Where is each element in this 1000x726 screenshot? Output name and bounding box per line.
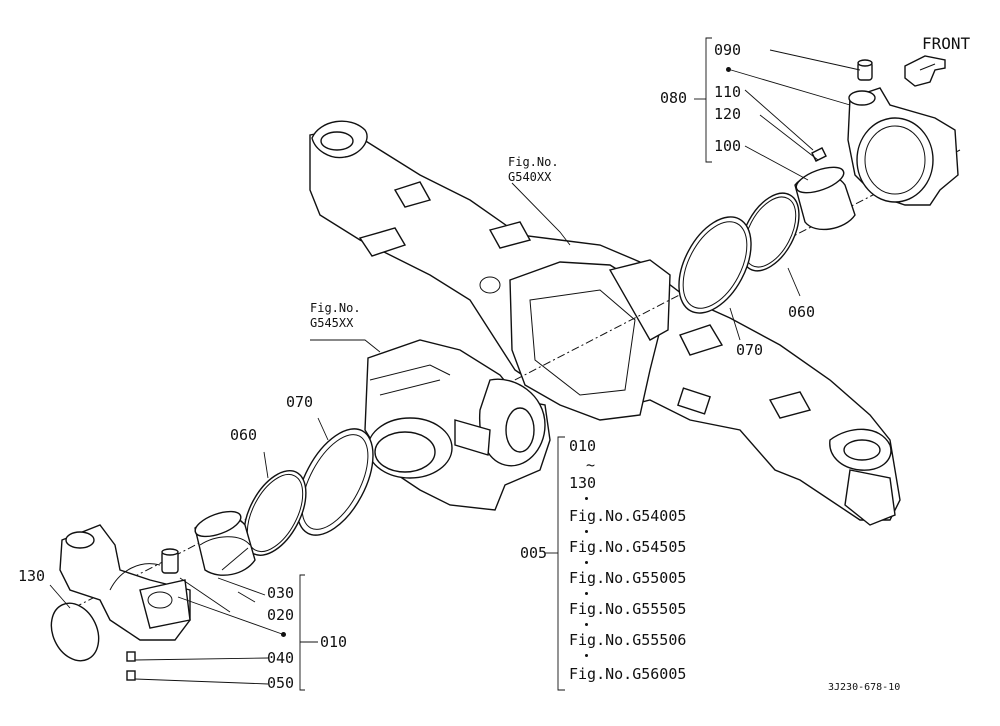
drawing-code: 3J230-678-10 — [828, 682, 901, 693]
callout-030: 030 — [267, 584, 295, 602]
range-end: 130 — [569, 474, 597, 492]
bullet-dot — [585, 592, 588, 595]
callout-050: 050 — [267, 674, 295, 692]
figure-list-item: Fig.No.G56005 — [569, 665, 687, 683]
figure-ref-gearcase-line1: Fig.No. — [310, 301, 361, 315]
figure-list-item: Fig.No.G54005 — [569, 507, 687, 525]
bullet-dot — [585, 530, 588, 533]
callout-070-left: 070 — [286, 393, 314, 411]
leader-lines — [49, 37, 861, 691]
figure-ref-gearcase-line2: G545XX — [310, 316, 354, 330]
left-seal-parts-drawing — [194, 428, 374, 576]
callout-100: 100 — [714, 137, 742, 155]
front-label: FRONT — [922, 34, 971, 53]
bullet-dot — [585, 623, 588, 626]
bullet-dot — [585, 497, 588, 500]
bullet-dot — [726, 67, 731, 72]
callout-005: 005 — [520, 544, 548, 562]
range-separator: ~ — [586, 456, 596, 474]
callout-080: 080 — [660, 89, 688, 107]
gear-case-drawing — [364, 339, 551, 511]
callout-110: 110 — [714, 83, 742, 101]
bullet-dot — [585, 654, 588, 657]
callout-020: 020 — [267, 606, 295, 624]
bullet-dot — [281, 632, 286, 637]
callout-040: 040 — [267, 649, 295, 667]
callout-130: 130 — [18, 567, 46, 585]
callout-010: 010 — [320, 633, 348, 651]
callout-120: 120 — [714, 105, 742, 123]
range-start: 010 — [569, 437, 597, 455]
bullet-dot — [585, 561, 588, 564]
figure-ref-housing-line2: G540XX — [508, 170, 552, 184]
axle-housing-drawing — [309, 120, 901, 526]
figure-list-item: Fig.No.G55506 — [569, 631, 687, 649]
callout-060-right: 060 — [788, 303, 816, 321]
front-arrow-icon — [904, 55, 946, 87]
figure-ref-housing-line1: Fig.No. — [508, 155, 559, 169]
right-knuckle-drawing — [678, 59, 959, 314]
figure-list-item: Fig.No.G55505 — [569, 600, 687, 618]
left-knuckle-drawing — [50, 524, 191, 681]
callout-060-left: 060 — [230, 426, 258, 444]
callout-070-right: 070 — [736, 341, 764, 359]
figure-list-item: Fig.No.G54505 — [569, 538, 687, 556]
figure-list-item: Fig.No.G55005 — [569, 569, 687, 587]
callout-090: 090 — [714, 41, 742, 59]
